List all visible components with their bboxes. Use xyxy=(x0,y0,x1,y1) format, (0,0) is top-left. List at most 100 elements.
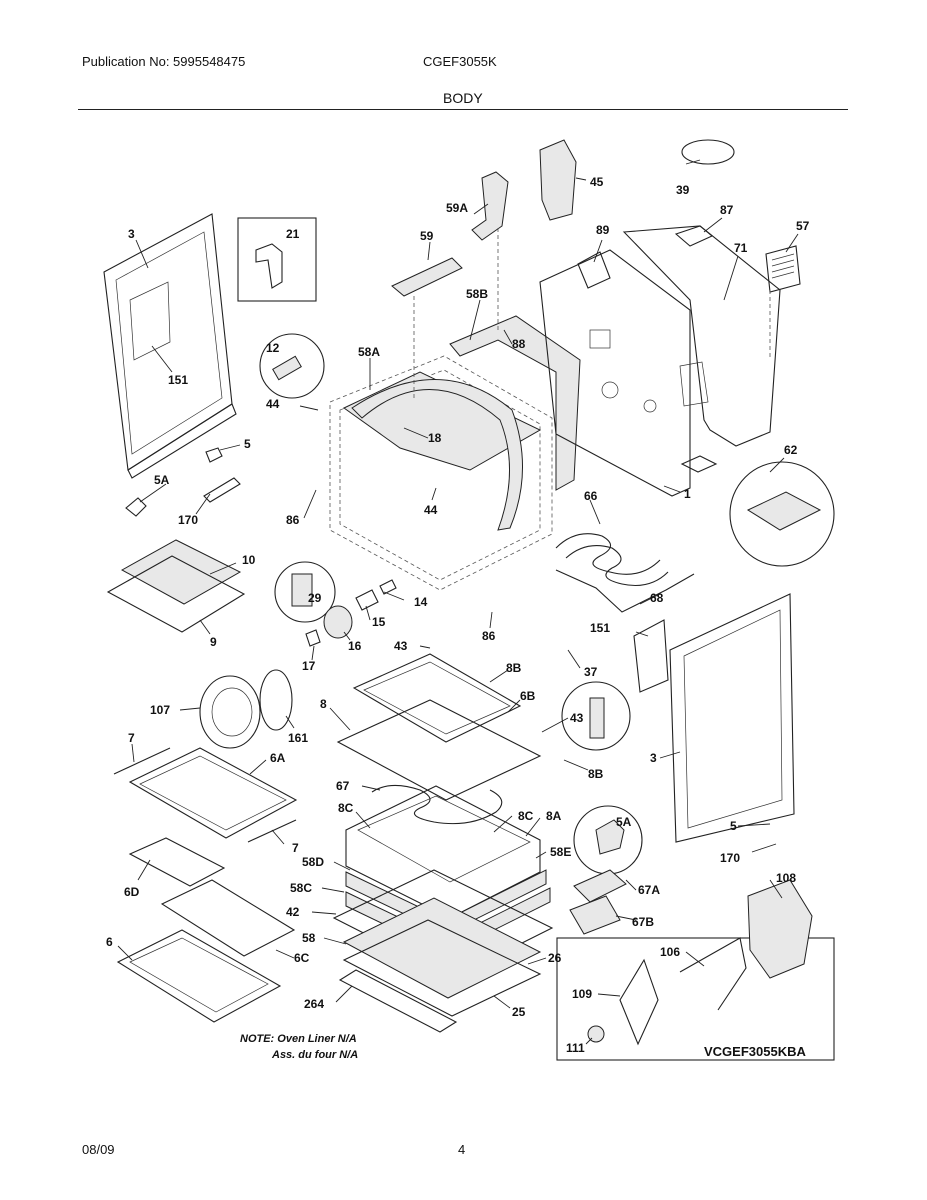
callout-62: 62 xyxy=(784,443,798,457)
callout-6D: 6D xyxy=(124,885,140,899)
callout-58C: 58C xyxy=(290,881,312,895)
callout-39: 39 xyxy=(676,183,690,197)
callout-5A-right: 5A xyxy=(616,815,632,829)
callout-45: 45 xyxy=(590,175,604,189)
fan-kit-box xyxy=(556,869,835,1061)
drawer-bottom-26 xyxy=(342,919,542,1017)
callout-7b: 7 xyxy=(292,841,299,855)
callout-107: 107 xyxy=(150,703,170,717)
oven-rack-6D xyxy=(128,837,226,887)
callout-17: 17 xyxy=(302,659,316,673)
footer-date: 08/09 xyxy=(82,1142,115,1157)
side-panel-left xyxy=(103,213,237,479)
callout-161: 161 xyxy=(288,731,308,745)
side-panel-right xyxy=(633,593,795,843)
callout-1: 1 xyxy=(684,487,691,501)
callout-58: 58 xyxy=(302,931,316,945)
insulation-58B xyxy=(449,315,581,491)
bake-element xyxy=(555,533,669,587)
callout-9: 9 xyxy=(210,635,217,649)
callout-8B-lower: 8B xyxy=(588,767,604,781)
page-number: 4 xyxy=(458,1142,466,1157)
callout-5-left: 5 xyxy=(244,437,251,451)
kit-label: VCGEF3055KBA xyxy=(704,1044,806,1059)
callout-170-left: 170 xyxy=(178,513,198,527)
callout-58A: 58A xyxy=(358,345,380,359)
callout-111: 111 xyxy=(566,1041,585,1055)
callout-87: 87 xyxy=(720,203,734,217)
callout-58B: 58B xyxy=(466,287,488,301)
callout-151-left: 151 xyxy=(168,373,188,387)
insulation-58A xyxy=(351,379,523,531)
callout-67: 67 xyxy=(336,779,350,793)
callout-8A: 8A xyxy=(546,809,562,823)
back-panel xyxy=(539,249,691,497)
oven-rack-6C xyxy=(160,879,296,957)
callout-12: 12 xyxy=(266,341,280,355)
callout-15: 15 xyxy=(372,615,386,629)
terminal-block xyxy=(680,455,835,567)
center-small-parts xyxy=(274,561,397,647)
callout-10: 10 xyxy=(242,553,256,567)
callout-67B: 67B xyxy=(632,915,654,929)
callout-151-right: 151 xyxy=(590,621,610,635)
callout-58D: 58D xyxy=(302,855,324,869)
callout-8: 8 xyxy=(320,697,327,711)
callout-6: 6 xyxy=(106,935,113,949)
callout-86a: 86 xyxy=(286,513,300,527)
callout-59A: 59A xyxy=(446,201,468,215)
vent-cover xyxy=(765,245,801,293)
callout-3-left: 3 xyxy=(128,227,135,241)
small-parts-left xyxy=(125,447,241,517)
callout-88: 88 xyxy=(512,337,526,351)
callout-43a: 43 xyxy=(394,639,408,653)
callout-37: 37 xyxy=(584,665,598,679)
insulation-58 xyxy=(342,897,542,999)
element-wire-68 xyxy=(555,569,695,613)
oven-rack-6A xyxy=(128,747,298,839)
note-line-1: NOTE: Oven Liner N/A xyxy=(240,1033,357,1045)
callout-67A: 67A xyxy=(638,883,660,897)
drawer-liner-8A xyxy=(345,785,541,919)
callout-6B: 6B xyxy=(520,689,536,703)
broiler-pan xyxy=(106,539,246,633)
callout-25: 25 xyxy=(512,1005,526,1019)
callout-89: 89 xyxy=(596,223,610,237)
model-number: CGEF3055K xyxy=(423,54,497,69)
convection-fan-cover xyxy=(199,669,293,749)
callout-58E: 58E xyxy=(550,845,571,859)
callout-5A-left: 5A xyxy=(154,473,170,487)
callout-42: 42 xyxy=(286,905,300,919)
callout-7a: 7 xyxy=(128,731,135,745)
callout-26: 26 xyxy=(548,951,562,965)
callout-44b: 44 xyxy=(424,503,438,517)
oven-rack-6 xyxy=(116,929,282,1023)
callout-44a: 44 xyxy=(266,397,280,411)
callout-59: 59 xyxy=(420,229,434,243)
callout-18: 18 xyxy=(428,431,442,445)
callout-21: 21 xyxy=(286,227,300,241)
callout-170-right: 170 xyxy=(720,851,740,865)
callout-106: 106 xyxy=(660,945,680,959)
broil-element-67 xyxy=(371,784,503,825)
callout-8B-upper: 8B xyxy=(506,661,522,675)
part-21-box xyxy=(237,217,317,302)
top-parts xyxy=(391,139,735,297)
header-rule xyxy=(78,109,848,110)
callout-3-right: 3 xyxy=(650,751,657,765)
publication-number: Publication No: 5995548475 xyxy=(82,54,246,69)
callout-14: 14 xyxy=(414,595,428,609)
callout-29: 29 xyxy=(308,591,322,605)
callout-86b: 86 xyxy=(482,629,496,643)
callout-108: 108 xyxy=(776,871,796,885)
part-5A-circle xyxy=(573,805,643,875)
rack-guide-7a xyxy=(113,747,171,775)
callout-6A: 6A xyxy=(270,751,286,765)
note-line-2: Ass. du four N/A xyxy=(271,1049,358,1061)
callout-6C: 6C xyxy=(294,951,310,965)
callout-71: 71 xyxy=(734,241,748,255)
rear-cover xyxy=(622,225,781,447)
section-title: BODY xyxy=(443,90,483,106)
callout-8C-right: 8C xyxy=(518,809,534,823)
